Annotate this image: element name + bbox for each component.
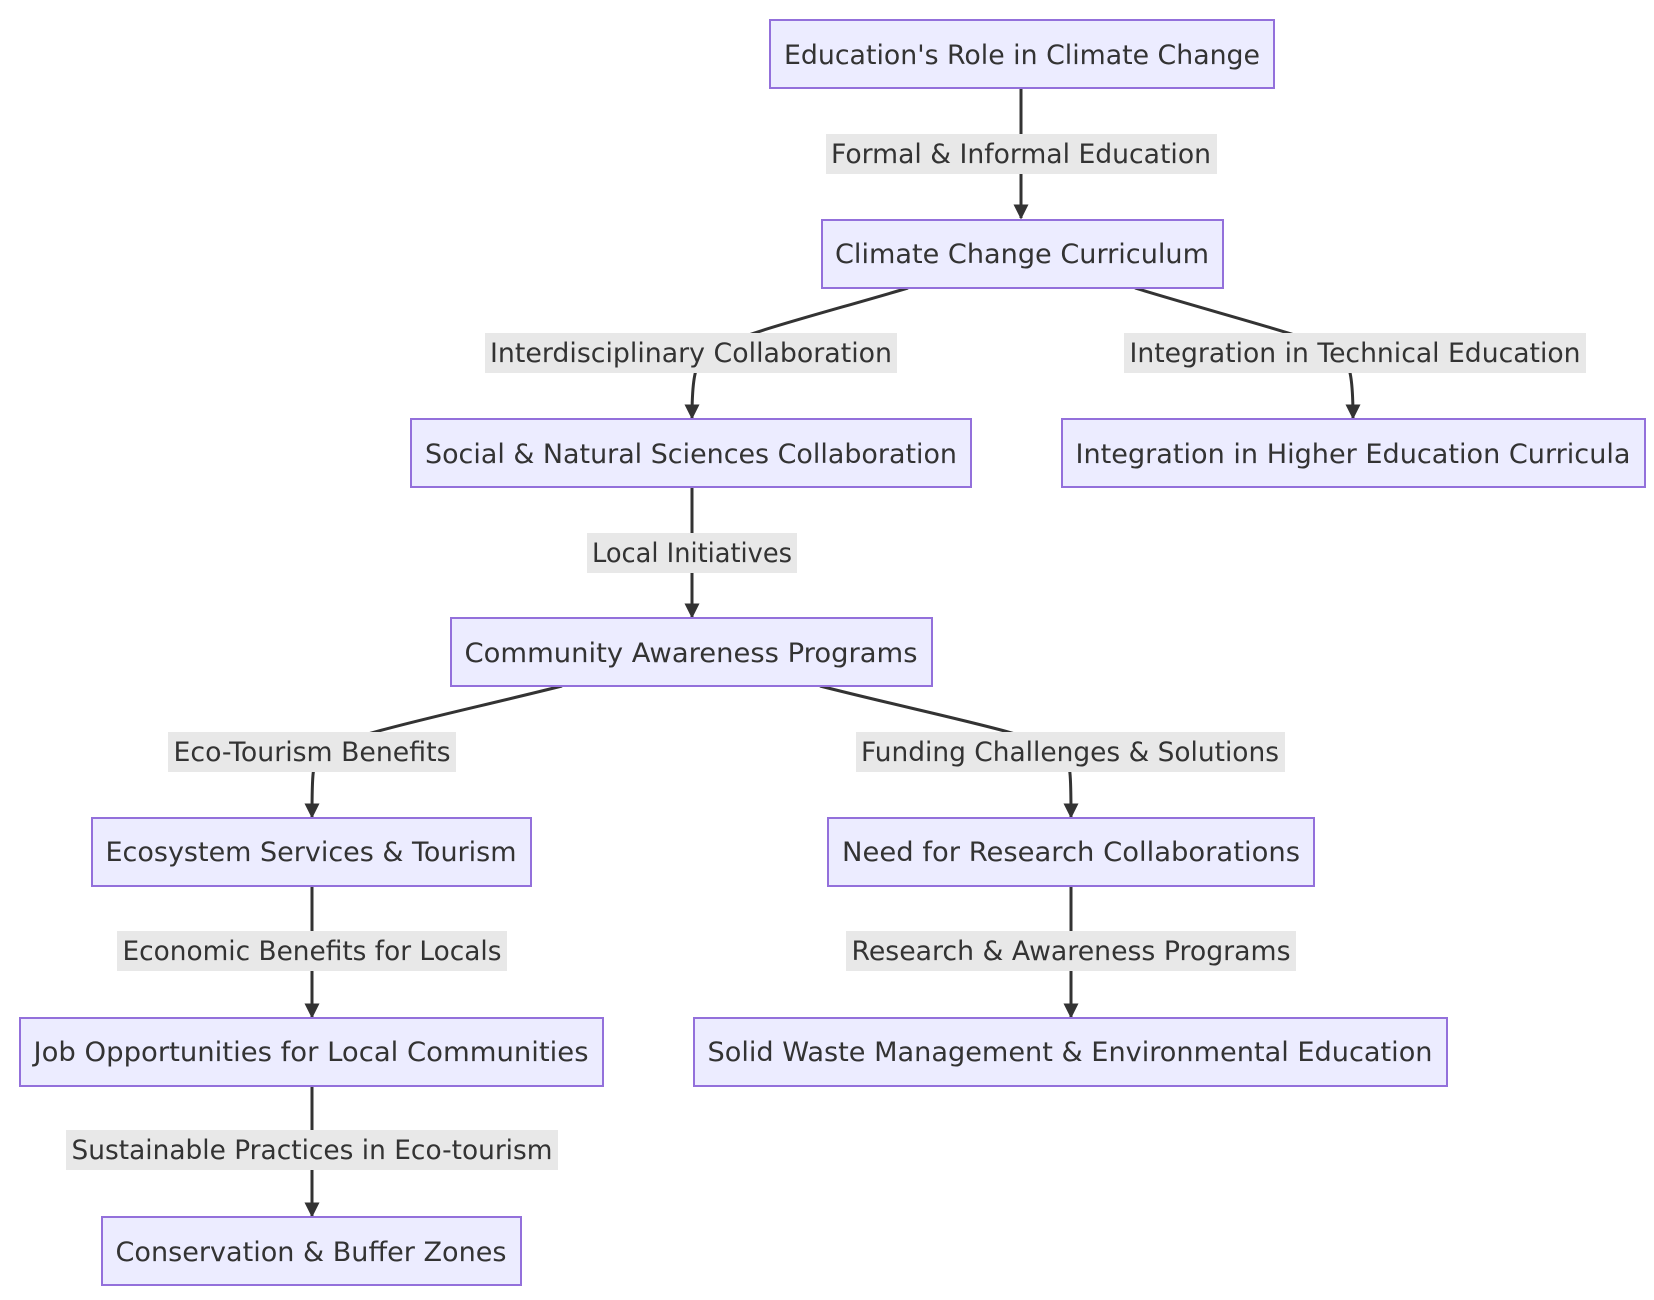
node-curriculum[interactable]: Climate Change Curriculum (821, 219, 1224, 289)
svg-text:Community Awareness Programs: Community Awareness Programs (465, 638, 918, 669)
edge-label-curriculum-social: Interdisciplinary Collaboration (485, 333, 897, 373)
node-higher[interactable]: Integration in Higher Education Curricul… (1061, 418, 1646, 488)
svg-text:Solid Waste Management & Envir: Solid Waste Management & Environmental E… (708, 1037, 1433, 1068)
edge-label-jobs-conservation: Sustainable Practices in Eco-tourism (66, 1130, 558, 1170)
svg-text:Climate Change Curriculum: Climate Change Curriculum (835, 239, 1209, 270)
svg-text:Job Opportunities for Local Co: Job Opportunities for Local Communities (31, 1037, 588, 1068)
svg-text:Economic Benefits for Locals: Economic Benefits for Locals (123, 936, 502, 967)
edge-label-ecosystem-jobs: Economic Benefits for Locals (117, 931, 507, 971)
node-root[interactable]: Education's Role in Climate Change (769, 19, 1275, 89)
svg-text:Formal & Informal Education: Formal & Informal Education (831, 139, 1211, 170)
svg-text:Interdisciplinary Collaboratio: Interdisciplinary Collaboration (490, 338, 892, 369)
edge-label-curriculum-higher: Integration in Technical Education (1124, 333, 1586, 373)
node-community[interactable]: Community Awareness Programs (450, 617, 933, 687)
edge-label-community-ecosystem: Eco-Tourism Benefits (168, 732, 456, 772)
svg-text:Education's Role in Climate Ch: Education's Role in Climate Change (784, 40, 1260, 71)
svg-text:Ecosystem Services & Tourism: Ecosystem Services & Tourism (106, 837, 517, 868)
svg-text:Social & Natural Sciences Coll: Social & Natural Sciences Collaboration (425, 439, 957, 470)
edge-label-root-curriculum: Formal & Informal Education (826, 134, 1217, 174)
svg-text:Conservation & Buffer Zones: Conservation & Buffer Zones (116, 1237, 507, 1268)
svg-text:Eco-Tourism Benefits: Eco-Tourism Benefits (174, 737, 451, 768)
edge-label-social-community: Local Initiatives (587, 533, 797, 573)
svg-text:Integration in Technical Educa: Integration in Technical Education (1130, 338, 1581, 369)
edge-label-community-research: Funding Challenges & Solutions (856, 732, 1285, 772)
svg-text:Sustainable Practices in Eco-t: Sustainable Practices in Eco-tourism (72, 1135, 553, 1166)
svg-text:Need for Research Collaboratio: Need for Research Collaborations (842, 837, 1300, 868)
edge-label-research-waste: Research & Awareness Programs (846, 931, 1296, 971)
node-social[interactable]: Social & Natural Sciences Collaboration (410, 418, 972, 488)
svg-text:Local Initiatives: Local Initiatives (592, 538, 792, 569)
node-conservation[interactable]: Conservation & Buffer Zones (101, 1216, 522, 1286)
svg-text:Funding Challenges & Solutions: Funding Challenges & Solutions (861, 737, 1279, 768)
svg-text:Integration in Higher Educatio: Integration in Higher Education Curricul… (1076, 439, 1631, 470)
node-research[interactable]: Need for Research Collaborations (827, 817, 1315, 887)
node-ecosystem[interactable]: Ecosystem Services & Tourism (91, 817, 532, 887)
node-jobs[interactable]: Job Opportunities for Local Communities (19, 1017, 604, 1087)
svg-text:Research & Awareness Programs: Research & Awareness Programs (852, 936, 1291, 967)
node-waste[interactable]: Solid Waste Management & Environmental E… (693, 1017, 1448, 1087)
